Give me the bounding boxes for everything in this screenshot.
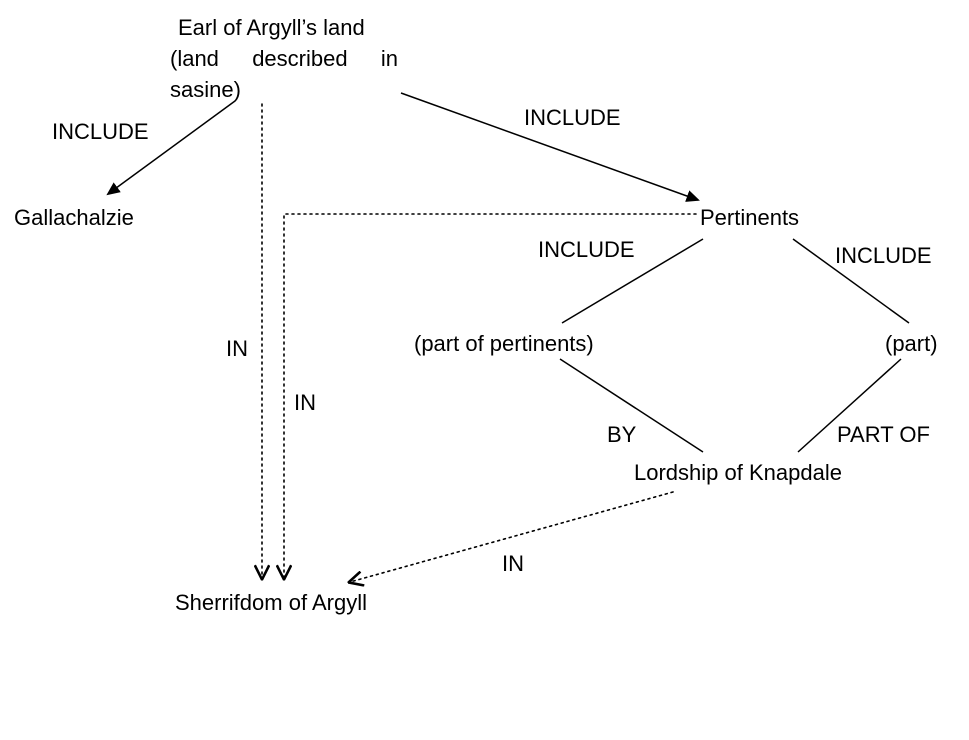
edge-lordship-sherrifdom-dotted (350, 491, 674, 582)
node-earl-line1: Earl of Argyll’s land (178, 15, 365, 40)
edge-label-in-mid: IN (294, 390, 316, 415)
node-sherrifdom: Sherrifdom of Argyll (175, 590, 367, 615)
edge-label-include-part-of-pertinents: INCLUDE (538, 237, 635, 262)
edge-pertinents-part-of-pertinents (561, 238, 704, 324)
edge-label-by: BY (607, 422, 637, 447)
edge-label-include-part: INCLUDE (835, 243, 932, 268)
edge-part-of-pertinents-lordship (559, 358, 704, 453)
edge-label-in-left: IN (226, 336, 248, 361)
node-lordship: Lordship of Knapdale (634, 460, 842, 485)
node-gallachalzie: Gallachalzie (14, 205, 134, 230)
node-part: (part) (885, 331, 938, 356)
edge-label-include-gallachalzie: INCLUDE (52, 119, 149, 144)
edge-label-part-of: PART OF (837, 422, 930, 447)
node-part-of-pertinents: (part of pertinents) (414, 331, 594, 356)
edge-pertinents-part (792, 238, 910, 324)
node-earl-line3: sasine) (170, 77, 241, 102)
node-earl-line2: (land described in (170, 46, 398, 71)
edge-pertinents-sherrifdom-dotted (284, 213, 697, 578)
edge-earl-pertinents (400, 92, 700, 202)
node-pertinents: Pertinents (700, 205, 800, 230)
edge-part-lordship (797, 358, 902, 453)
edge-earl-gallachalzie (106, 100, 236, 196)
edge-label-in-bottom: IN (502, 551, 524, 576)
edge-label-include-pertinents: INCLUDE (524, 105, 621, 130)
